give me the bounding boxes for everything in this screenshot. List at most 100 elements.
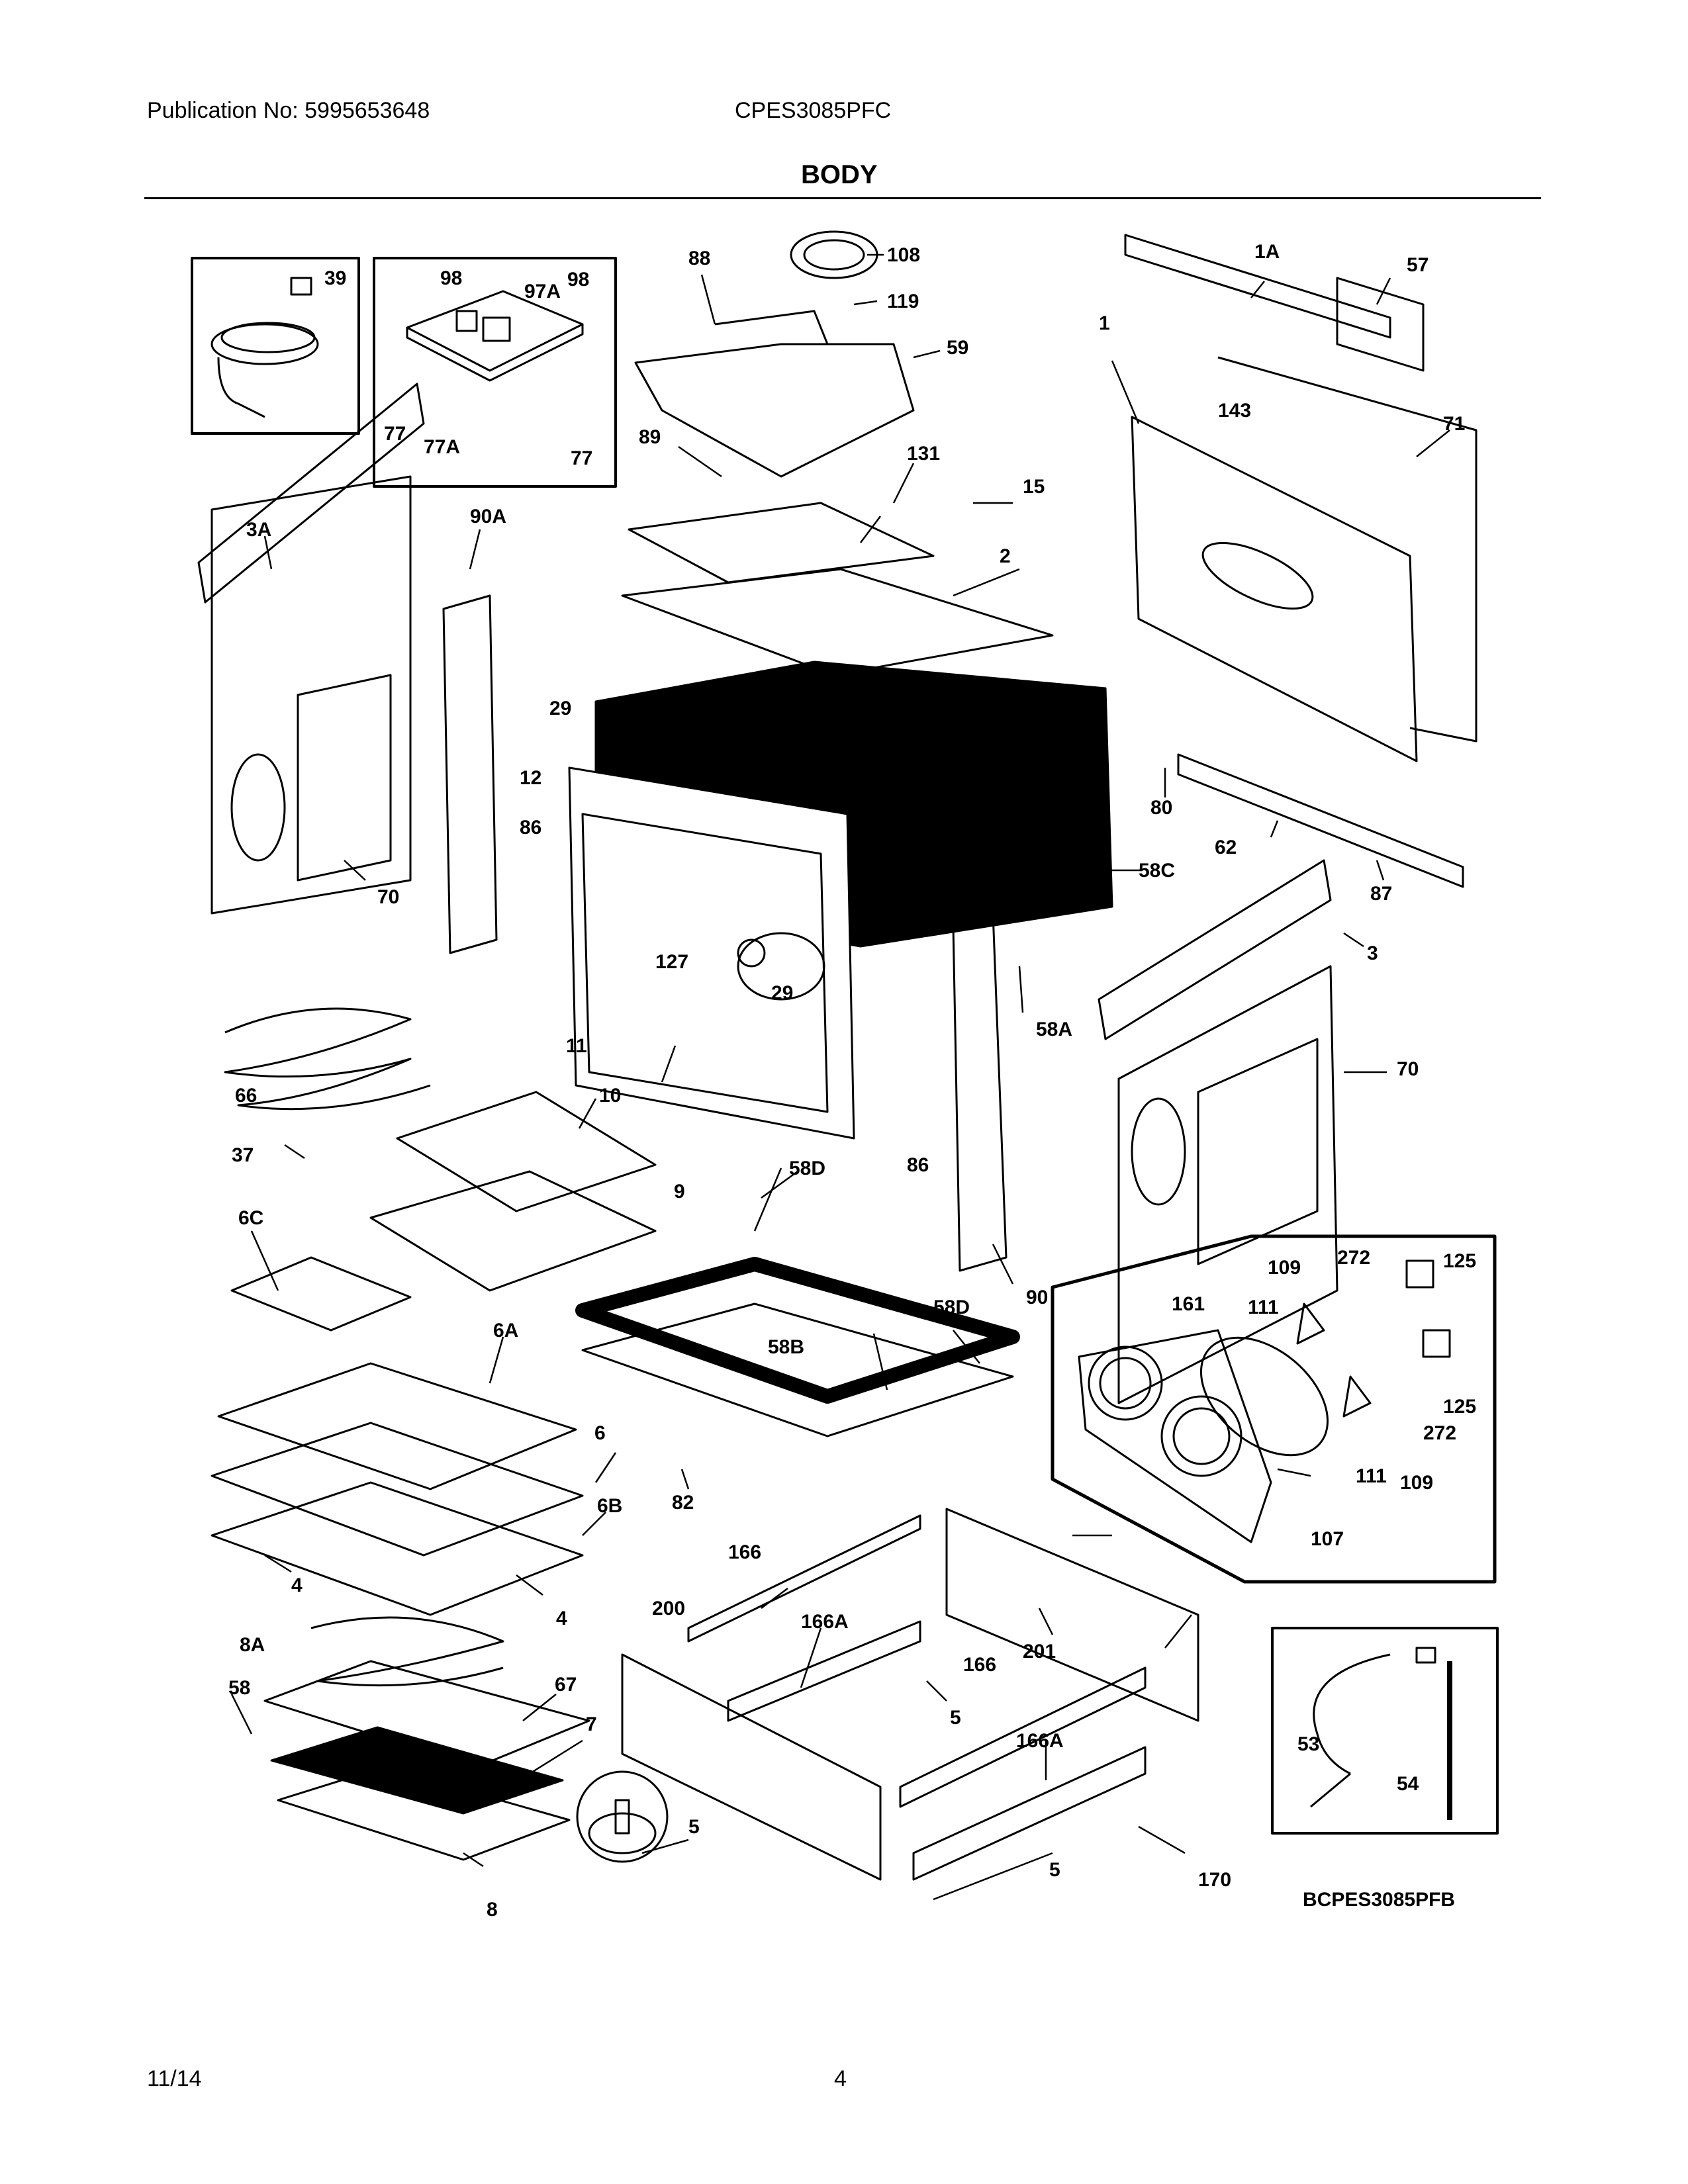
callout-1: 1 xyxy=(1099,312,1110,334)
callout-5: 5 xyxy=(1049,1859,1060,1881)
callout-125: 125 xyxy=(1443,1396,1476,1418)
callout-1a: 1A xyxy=(1254,241,1280,263)
broil-pan xyxy=(369,1091,657,1292)
callout-127: 127 xyxy=(655,951,688,973)
callout-58: 58 xyxy=(228,1677,250,1699)
callout-59: 59 xyxy=(947,337,968,359)
callout-88: 88 xyxy=(688,248,710,269)
callout-119: 119 xyxy=(887,291,919,312)
callout-90: 90 xyxy=(1026,1287,1048,1308)
callout-4: 4 xyxy=(291,1574,303,1596)
callout-80: 80 xyxy=(1150,797,1172,819)
callout-166: 166 xyxy=(963,1654,996,1676)
callout-86: 86 xyxy=(520,817,541,839)
callout-58c: 58C xyxy=(1139,860,1175,882)
section-title: BODY xyxy=(801,160,878,189)
callout-58b: 58B xyxy=(768,1336,804,1358)
callout-2: 2 xyxy=(1000,545,1011,567)
callout-89: 89 xyxy=(639,426,661,448)
callout-97a: 97A xyxy=(524,281,561,302)
callout-111: 111 xyxy=(1356,1465,1387,1487)
callout-70: 70 xyxy=(1397,1058,1419,1080)
callout-166a: 166A xyxy=(1016,1730,1064,1752)
publication-date: 11/14 xyxy=(147,2066,202,2091)
callout-90a: 90A xyxy=(470,506,506,527)
callout-66: 66 xyxy=(235,1085,257,1107)
callout-170: 170 xyxy=(1198,1869,1231,1891)
header-rule xyxy=(144,197,1541,199)
oven-racks xyxy=(211,1256,584,1616)
drawing-id: BCPES3085PFB xyxy=(1303,1889,1455,1911)
callout-54: 54 xyxy=(1397,1773,1419,1795)
callout-125: 125 xyxy=(1443,1250,1476,1272)
callout-201: 201 xyxy=(1023,1641,1056,1662)
callout-8a: 8A xyxy=(240,1634,265,1656)
callout-161: 161 xyxy=(1172,1293,1205,1315)
lower-frame xyxy=(621,1508,1199,1881)
callout-131: 131 xyxy=(907,443,940,465)
callout-200: 200 xyxy=(652,1598,685,1619)
callout-272: 272 xyxy=(1337,1247,1370,1269)
side-panel-left xyxy=(197,383,498,954)
sensor-wire-part xyxy=(1310,1647,1452,1820)
callout-5: 5 xyxy=(950,1707,961,1729)
oven-cavity xyxy=(568,660,1113,1140)
callout-15: 15 xyxy=(1023,476,1045,498)
callout-9: 9 xyxy=(674,1181,685,1203)
callout-71: 71 xyxy=(1443,413,1465,435)
callout-108: 108 xyxy=(887,244,920,266)
callout-53: 53 xyxy=(1297,1733,1319,1755)
callout-86: 86 xyxy=(907,1154,929,1176)
callout-8: 8 xyxy=(487,1899,498,1921)
callout-37: 37 xyxy=(232,1144,254,1166)
callout-87: 87 xyxy=(1370,883,1392,905)
callout-67: 67 xyxy=(555,1674,577,1696)
callout-62: 62 xyxy=(1215,837,1237,858)
callout-12: 12 xyxy=(520,767,541,789)
callout-29: 29 xyxy=(549,698,571,719)
power-cord-part xyxy=(211,277,319,418)
callout-107: 107 xyxy=(1311,1528,1344,1550)
model-number: CPES3085PFC xyxy=(735,98,892,123)
callout-109: 109 xyxy=(1268,1257,1301,1279)
sensor-wire-inset-box xyxy=(1271,1627,1499,1835)
blower-assembly xyxy=(634,230,915,478)
page-number: 4 xyxy=(834,2066,847,2091)
callout-6: 6 xyxy=(594,1422,606,1444)
bake-element xyxy=(224,1007,431,1111)
callout-58a: 58A xyxy=(1036,1019,1072,1040)
callout-3a: 3A xyxy=(246,519,271,541)
callout-leader-lines xyxy=(230,253,1450,1901)
callout-77a: 77A xyxy=(424,436,460,458)
callout-77: 77 xyxy=(384,423,406,445)
publication-number: Publication No: 5995653648 xyxy=(147,98,430,123)
callout-166a: 166A xyxy=(801,1611,849,1633)
control-board-part xyxy=(406,290,584,382)
callout-98: 98 xyxy=(440,267,462,289)
side-panel-right xyxy=(952,859,1338,1404)
callout-58d: 58D xyxy=(789,1158,825,1179)
convection-fan-part xyxy=(1078,1259,1451,1543)
bottom-element-tray xyxy=(263,1616,590,1861)
callout-11: 11 xyxy=(566,1035,587,1057)
callout-111: 111 xyxy=(1248,1297,1279,1318)
callout-70: 70 xyxy=(377,886,399,908)
callout-10: 10 xyxy=(599,1085,621,1107)
callout-109: 109 xyxy=(1400,1472,1433,1494)
control-board-inset-box xyxy=(373,257,617,488)
callout-29: 29 xyxy=(771,982,793,1004)
callout-labels: 39 98 97A 98 77 77A 77 88 108 119 59 89 … xyxy=(228,241,1476,1921)
convection-fan-inset-box xyxy=(1051,1234,1497,1584)
callout-98: 98 xyxy=(567,269,589,291)
callout-82: 82 xyxy=(672,1492,694,1514)
power-cord-inset-box xyxy=(191,257,360,435)
callout-57: 57 xyxy=(1407,254,1429,276)
callout-39: 39 xyxy=(324,267,346,289)
callout-77: 77 xyxy=(571,447,592,469)
oven-top-panel xyxy=(621,502,1054,676)
callout-4: 4 xyxy=(556,1608,567,1629)
callout-166: 166 xyxy=(728,1541,761,1563)
back-panel xyxy=(1124,234,1477,888)
callout-6a: 6A xyxy=(493,1320,518,1342)
callout-58d: 58D xyxy=(933,1297,970,1318)
